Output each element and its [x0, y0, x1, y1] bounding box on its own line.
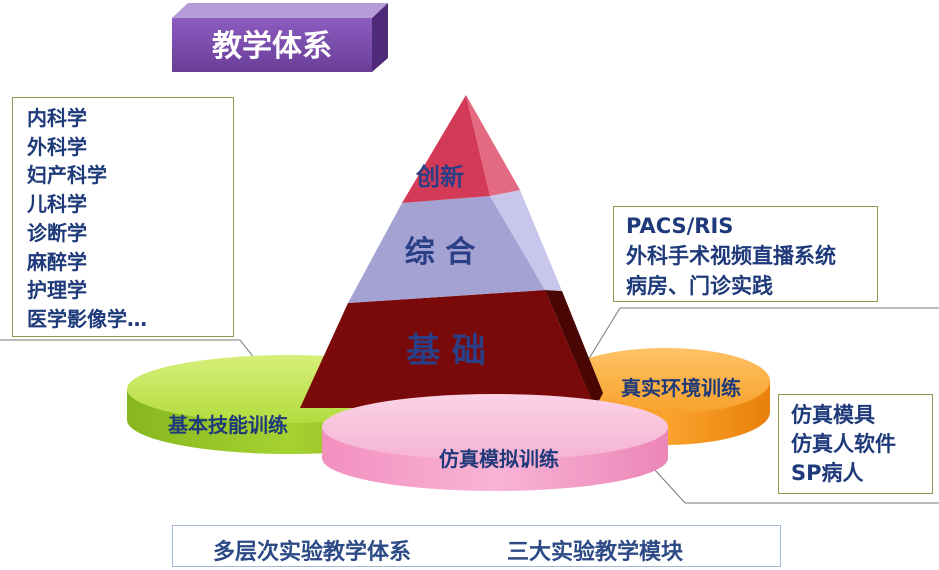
sim-item: SP病人 [791, 461, 864, 485]
course-item: 外科学 [27, 134, 87, 159]
footer-left-caption: 多层次实验教学体系 [213, 540, 412, 565]
pyramid-top-side [466, 95, 520, 196]
disc-simulation [322, 394, 668, 491]
course-item: 诊断学 [27, 220, 87, 245]
course-item: 儿科学 [27, 192, 87, 217]
course-item: 麻醉学 [27, 249, 87, 274]
module-basic-label: 基本技能训练 [168, 413, 288, 437]
footer-right-caption: 三大实验教学模块 [507, 540, 684, 565]
real-item: 外科手术视频直播系统 [626, 244, 836, 268]
title-bar: 教学体系 [172, 3, 388, 72]
module-simulation-label: 仿真模拟训练 [439, 447, 559, 471]
sim-item: 仿真人软件 [791, 432, 896, 456]
module-real-label: 真实环境训练 [621, 376, 741, 400]
course-list-box: 内科学 外科学 妇产科学 儿科学 诊断学 麻醉学 护理学 医学影像学… [12, 97, 234, 337]
pyramid-top-front [402, 95, 490, 203]
course-item: 医学影像学… [27, 306, 147, 331]
pyramid-base-front [300, 290, 595, 408]
course-item: 妇产科学 [27, 163, 107, 188]
course-item: 护理学 [27, 278, 87, 303]
simulation-box: 仿真模具 仿真人软件 SP病人 [778, 394, 933, 494]
pyramid-middle-side [490, 190, 562, 291]
leader-line-simulation [654, 469, 939, 504]
sim-item: 仿真模具 [791, 403, 875, 427]
pyramid-middle-front [348, 196, 545, 303]
title-text: 教学体系 [212, 29, 332, 64]
real-item: 病房、门诊实践 [626, 274, 773, 298]
real-item: PACS/RIS [626, 214, 734, 238]
pyramid-middle-label: 综 合 [405, 235, 475, 270]
real-environment-box: PACS/RIS 外科手术视频直播系统 病房、门诊实践 [613, 206, 878, 302]
pyramid: 创新 综 合 基 础 [300, 95, 603, 408]
course-item: 内科学 [27, 106, 87, 130]
pyramid-top-label: 创新 [415, 163, 464, 191]
pyramid-bottom-label: 基 础 [406, 331, 486, 371]
pyramid-base-side [545, 290, 603, 408]
footer-caption-box: 多层次实验教学体系 三大实验教学模块 [172, 525, 781, 567]
leader-line-real [581, 307, 939, 371]
